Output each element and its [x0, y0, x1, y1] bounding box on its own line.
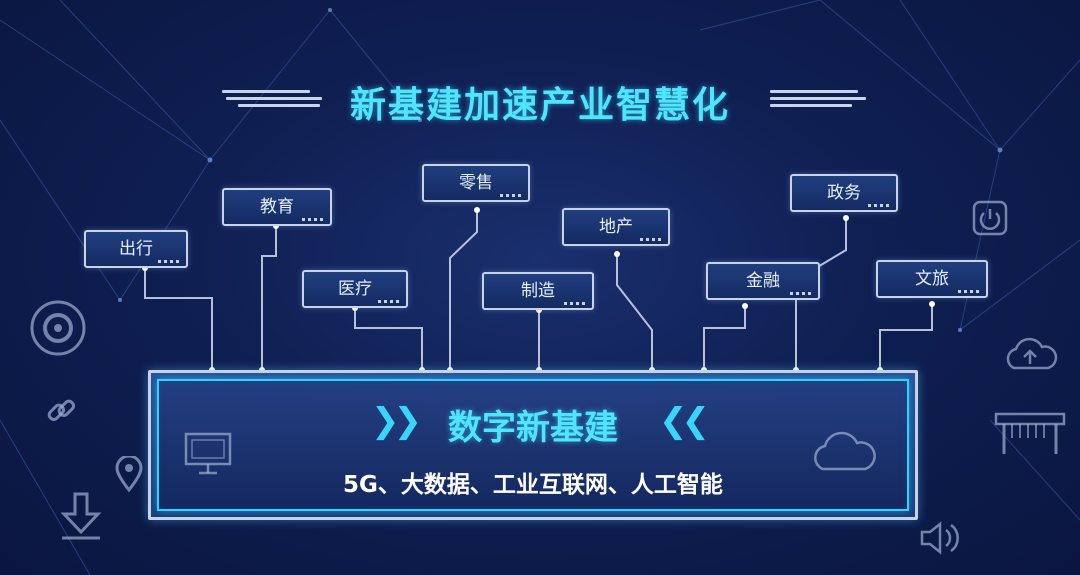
node-label: 零售 [459, 173, 493, 193]
node-chuxing: 出行 [84, 230, 188, 268]
node-zhizao: 制造 [482, 272, 594, 310]
power-icon [972, 200, 1008, 236]
node-label: 金融 [746, 271, 780, 291]
connector-jinrong [703, 306, 746, 370]
connector-jiaoyu [261, 226, 277, 370]
node-jiaoyu: 教育 [222, 188, 332, 226]
title-decoration-right [770, 90, 866, 111]
connector-wenlv [879, 304, 933, 370]
connector-zhengwu [795, 218, 847, 370]
node-dichan: 地产 [562, 208, 670, 246]
node-label: 制造 [521, 281, 555, 301]
node-label: 教育 [260, 197, 294, 217]
monitor-icon [184, 432, 232, 475]
hub-title: 数字新基建 [448, 408, 618, 448]
connector-dichan [616, 254, 653, 370]
hub-box: ❯❯ ❮❮ 数字新基建 5G、大数据、工业互联网、人工智能 [148, 370, 918, 520]
title-decoration-left [222, 90, 322, 111]
chevron-right-icon: ❯❯ [371, 401, 422, 441]
link-icon [47, 399, 76, 422]
target-icon [30, 300, 86, 356]
hub-glow-frame [157, 379, 909, 511]
node-wenlv: 文旅 [876, 260, 988, 298]
node-yiliao: 医疗 [302, 270, 408, 308]
node-zhengwu: 政务 [790, 174, 898, 212]
node-label: 地产 [599, 217, 633, 237]
download-icon [60, 492, 102, 540]
node-jinrong: 金融 [706, 262, 820, 300]
node-label: 政务 [827, 183, 861, 203]
speaker-icon [920, 521, 959, 555]
node-label: 文旅 [915, 269, 949, 289]
cloud-icon [814, 431, 876, 471]
location-pin-icon [115, 456, 143, 492]
connector-chuxing [144, 268, 213, 370]
node-label: 医疗 [338, 279, 372, 299]
connector-yiliao [354, 308, 423, 370]
node-label: 出行 [119, 239, 153, 259]
cloud-upload-icon [1006, 337, 1058, 370]
chevron-left-icon: ❮❮ [659, 401, 710, 441]
connector-lingshou [449, 210, 478, 370]
hub-subtitle: 5G、大数据、工业互联网、人工智能 [343, 472, 723, 498]
page-title: 新基建加速产业智慧化 [349, 85, 730, 126]
bridge-icon [994, 412, 1066, 454]
node-lingshou: 零售 [422, 164, 530, 202]
